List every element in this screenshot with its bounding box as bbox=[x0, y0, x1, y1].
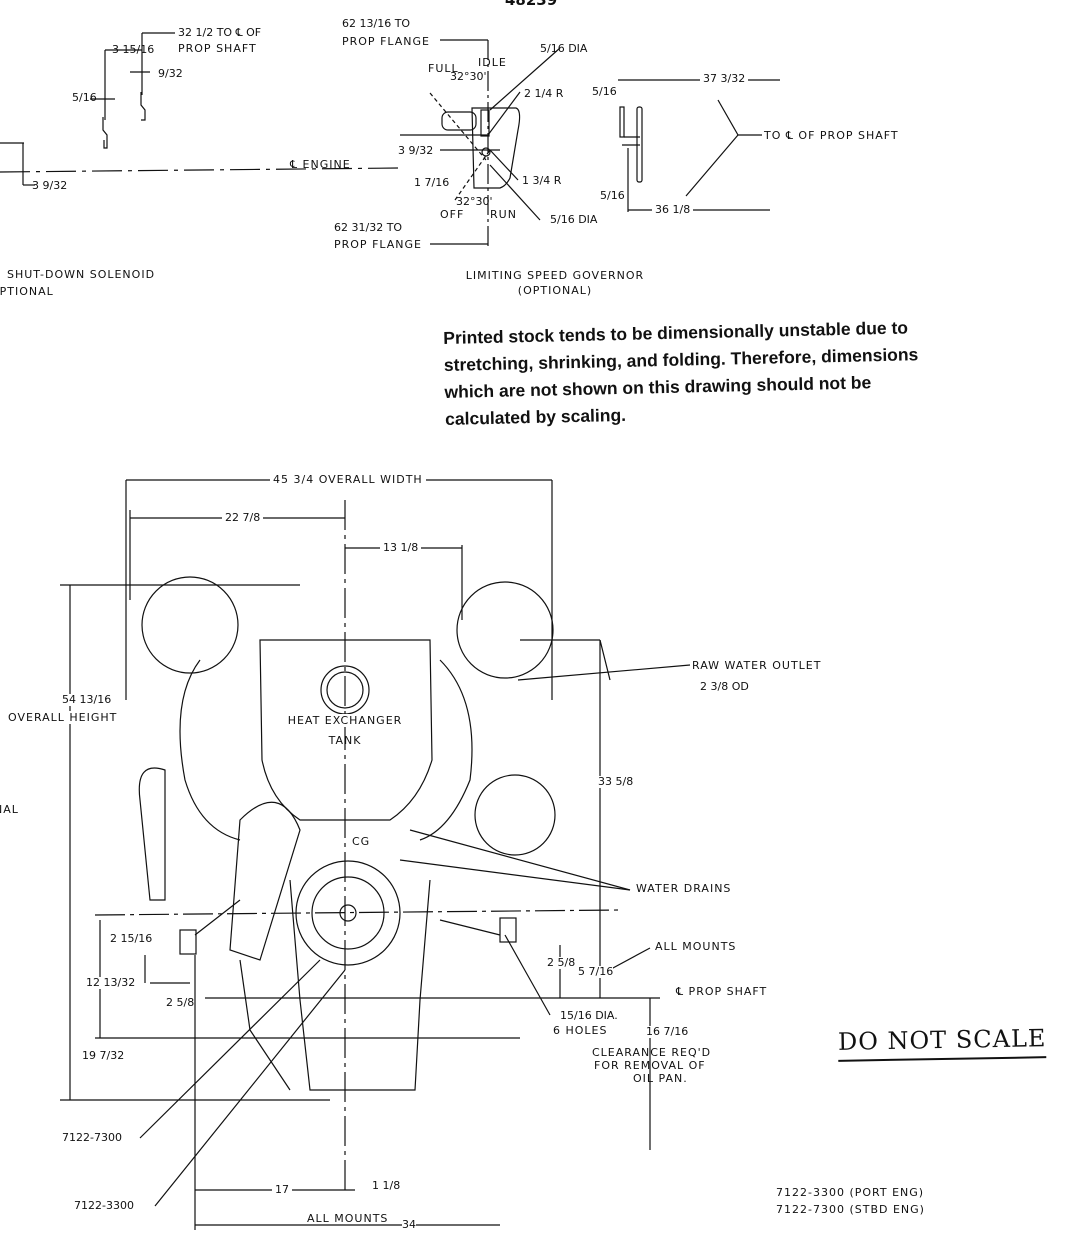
dim-34: 34 bbox=[402, 1218, 416, 1231]
overall-height-label: OVERALL HEIGHT bbox=[8, 711, 118, 724]
overall-height-dim: 54 13/16 bbox=[62, 693, 112, 706]
clearance-line3: OIL PAN. bbox=[633, 1072, 688, 1085]
to-prop-shaft-label: TO ℄ OF PROP SHAFT bbox=[764, 129, 899, 142]
dim-13-1-8: 13 1/8 bbox=[380, 542, 422, 554]
full-label: FULL bbox=[428, 62, 459, 75]
radius-bottom: 1 3/4 R bbox=[522, 174, 562, 187]
heat-exchanger-label: HEAT EXCHANGER bbox=[270, 714, 420, 727]
dim-2-15-16: 2 15/16 bbox=[110, 932, 153, 945]
heat-exchanger-tank-label: TANK bbox=[328, 734, 362, 747]
dim-33-5-8: 33 5/8 bbox=[598, 775, 634, 788]
run-label: RUN bbox=[490, 208, 517, 221]
legend-port: 7122-3300 (PORT ENG) bbox=[776, 1186, 925, 1199]
governor-caption: LIMITING SPEED GOVERNOR bbox=[465, 269, 645, 282]
all-mounts-right: ALL MOUNTS bbox=[655, 940, 737, 953]
side-view bbox=[618, 79, 780, 212]
dia-top: 5/16 DIA bbox=[540, 42, 588, 55]
dim-5-16: 5/16 bbox=[72, 91, 97, 104]
centerline-engine: ℄ ENGINE bbox=[290, 158, 351, 171]
dim-1-1-8: 1 1/8 bbox=[372, 1179, 401, 1192]
dim-32-half-line2: PROP SHAFT bbox=[178, 42, 257, 55]
governor-caption-optional: (OPTIONAL) bbox=[517, 284, 593, 297]
left-cut-label: NAL bbox=[0, 803, 19, 816]
angle-bottom: 32°30' bbox=[456, 195, 493, 208]
solenoid-caption: SHUT-DOWN SOLENOID bbox=[7, 268, 156, 281]
side-dim-5-16-bottom: 5/16 bbox=[600, 189, 625, 202]
dim-5-7-16: 5 7/16 bbox=[578, 965, 614, 978]
dim-12-13-32: 12 13/32 bbox=[86, 976, 136, 989]
dim-2-5-8-right: 2 5/8 bbox=[547, 956, 576, 969]
clearance-line2: FOR REMOVAL OF bbox=[594, 1059, 706, 1072]
dim-3-9-32: 3 9/32 bbox=[32, 179, 68, 192]
dim-1-7-16: 1 7/16 bbox=[414, 176, 450, 189]
prop-flange-bottom-2: PROP FLANGE bbox=[334, 238, 422, 251]
dim-16-7-16: 16 7/16 bbox=[646, 1025, 689, 1038]
dia-bottom: 5/16 DIA bbox=[550, 213, 598, 226]
drawing-number: 48239 bbox=[505, 0, 558, 9]
solenoid-caption-optional: OPTIONAL bbox=[0, 285, 54, 298]
holes-dia: 15/16 DIA. bbox=[560, 1009, 618, 1022]
dim-32-half: 32 1/2 TO ℄ OF bbox=[178, 26, 262, 39]
all-mounts-bottom: ALL MOUNTS bbox=[307, 1212, 389, 1225]
radius-top: 2 1/4 R bbox=[524, 87, 564, 100]
dim-17: 17 bbox=[272, 1184, 292, 1196]
dim-36-1-8: 36 1/8 bbox=[652, 204, 694, 216]
dim-19-7-32: 19 7/32 bbox=[82, 1049, 125, 1062]
part-7300-label: 7122-7300 bbox=[62, 1131, 122, 1144]
dim-22-7-8: 22 7/8 bbox=[222, 512, 264, 524]
raw-water-size: 2 3/8 OD bbox=[700, 680, 749, 693]
scaling-note: Printed stock tends to be dimensionally … bbox=[443, 312, 1005, 433]
part-3300-label: 7122-3300 bbox=[74, 1199, 134, 1212]
cg-label: CG bbox=[352, 835, 371, 848]
water-drains-label: WATER DRAINS bbox=[636, 882, 732, 895]
do-not-scale-stamp: DO NOT SCALE bbox=[837, 1024, 1047, 1062]
solenoid-view bbox=[0, 32, 401, 186]
raw-water-outlet: RAW WATER OUTLET bbox=[692, 659, 822, 672]
overall-width: 45 3/4 OVERALL WIDTH bbox=[270, 473, 426, 486]
holes-count: 6 HOLES bbox=[553, 1024, 608, 1037]
governor-view bbox=[400, 39, 561, 250]
idle-label: IDLE bbox=[478, 56, 507, 69]
dim-37-3-32: 37 3/32 bbox=[700, 73, 749, 85]
off-label: OFF bbox=[440, 208, 465, 221]
legend-stbd: 7122-7300 (STBD ENG) bbox=[776, 1203, 925, 1216]
side-dim-5-16-top: 5/16 bbox=[592, 85, 617, 98]
clearance-line1: CLEARANCE REQ'D bbox=[592, 1046, 712, 1059]
gov-dim-3-9-32: 3 9/32 bbox=[398, 144, 434, 157]
dim-9-32: 9/32 bbox=[158, 67, 183, 80]
dim-3-15-16: 3 15/16 bbox=[112, 43, 155, 56]
prop-shaft-centerline: ℄ PROP SHAFT bbox=[676, 985, 768, 998]
angle-top: 32°30' bbox=[450, 70, 487, 83]
prop-flange-top-2: PROP FLANGE bbox=[342, 35, 430, 48]
prop-flange-top: 62 13/16 TO bbox=[342, 17, 411, 30]
prop-flange-bottom: 62 31/32 TO bbox=[334, 221, 403, 234]
dim-2-5-8-left: 2 5/8 bbox=[166, 996, 195, 1009]
engine-front-view bbox=[60, 479, 691, 1230]
